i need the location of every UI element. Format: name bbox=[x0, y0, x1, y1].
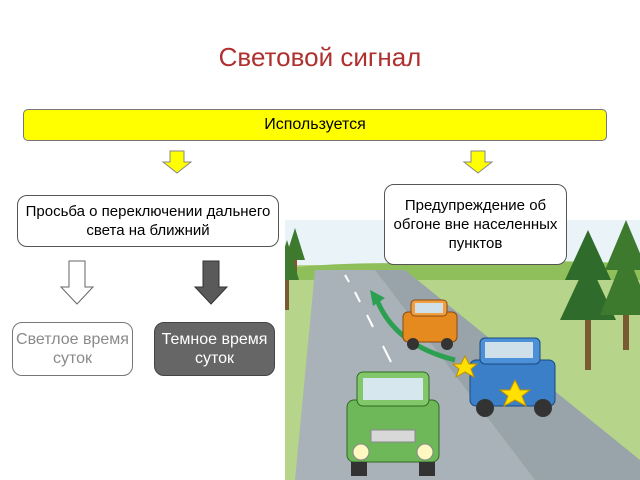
road-scene-illustration bbox=[285, 220, 640, 480]
blue-car bbox=[469, 337, 556, 417]
used-label: Используется bbox=[264, 116, 366, 133]
request-box: Просьба о переключении дальнего света на… bbox=[17, 195, 279, 247]
tree-icon bbox=[600, 220, 640, 350]
arrow-down-yellow-icon bbox=[462, 150, 494, 174]
arrow-down-white-icon bbox=[59, 260, 95, 305]
used-bar: Используется bbox=[23, 109, 607, 141]
turn-arrow-head-icon bbox=[370, 290, 385, 306]
green-car bbox=[346, 371, 440, 476]
flash-star-icon bbox=[498, 378, 532, 408]
flash-star-icon bbox=[451, 354, 479, 379]
orange-car bbox=[402, 299, 458, 350]
warning-box: Предупреждение об обгоне вне населенных … bbox=[384, 184, 567, 265]
tree-icon bbox=[560, 230, 616, 370]
arrow-down-yellow-icon bbox=[161, 150, 193, 174]
page-title: Световой сигнал bbox=[218, 42, 422, 72]
arrow-down-dark-icon bbox=[193, 260, 229, 305]
light-time-box: Светлое время суток bbox=[12, 322, 133, 376]
dark-time-box: Темное время суток bbox=[154, 322, 275, 376]
tree-icon bbox=[285, 240, 299, 310]
